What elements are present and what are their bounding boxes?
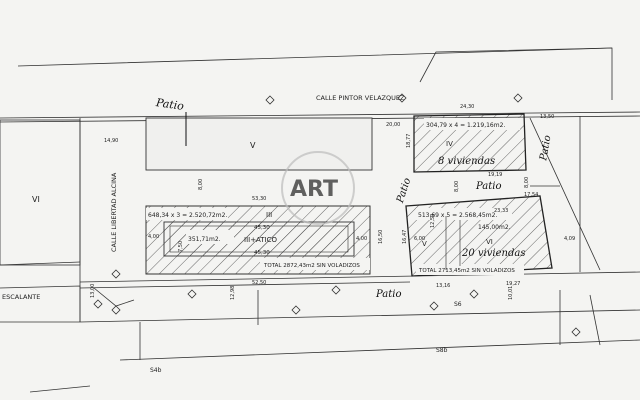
handwritten-patio-right-top: Patio [475,181,501,192]
street-pintor-velazquez: CALLE PINTOR VELAZQUEZ [316,94,405,102]
calc-iv-box [424,118,520,130]
dim-14-90: 14,90 [104,138,118,144]
atico-area-box [186,230,234,244]
block-label-iv: IV [446,140,453,148]
handwritten-8-viviendas: 8 viviendas [438,156,495,167]
street-libertad-alcina: CALLE LIBERTAD ALCINA [110,172,118,252]
dim-6-00: 6,00 [414,236,425,242]
block-label-vi: VI [486,238,493,246]
dim-13-50: 13,50 [540,114,554,120]
survey-markers [93,93,581,337]
dim-20-00: 20,00 [386,122,400,128]
block-label-vi-left: VI [32,195,40,204]
dim-8-00: 8,00 [198,179,204,190]
area-vi-total: TOTAL 2713,45m2 SIN VOLADIZOS [418,268,515,274]
dim-53-30: 53,30 [252,196,266,202]
dim-19-27: 19,27 [506,281,520,287]
code-s6: S6 [454,301,462,308]
block-label-v-top: V [250,141,256,150]
area-iii-calc: 648,34 x 3 = 2.520,72m2. [148,212,227,219]
handwritten-patio-bottom: Patio [375,289,401,300]
dim-45-30-top: 45,30 [254,225,270,231]
handwritten-patio-top-left: Patio [154,96,185,113]
watermark: ART [290,177,338,202]
area-iv-calc: 304,79 x 4 = 1.219,16m2. [426,122,505,129]
dim-8-00-b: 8,00 [454,181,460,192]
area-vi-calc: 513,69 x 5 = 2.568,45m2. [418,212,497,219]
code-s4b: S4b [150,367,162,374]
dim-16-50: 16,50 [378,230,384,244]
dim-19-19: 19,19 [488,172,502,178]
dim-4-00-b: 4,00 [356,236,367,242]
dim-8-00-c: 8,00 [524,177,530,188]
dim-23-33: 23,33 [494,208,508,214]
dim-16-47: 16,47 [402,230,408,244]
calc-vi-box [416,208,512,220]
dim-13-16: 13,16 [436,283,450,289]
area-vi-atico: 145,00m2. [478,224,511,231]
drawing-frame [0,47,640,393]
code-s8b: S8b [436,347,448,354]
calc-iii-box [146,208,228,220]
area-iii-total: TOTAL 2872,43m2 SIN VOLADIZOS [263,263,360,269]
block-label-iii: III [266,211,272,219]
watermark-circle [281,151,355,225]
dim-13-00: 13,00 [90,284,96,298]
atico-inner-outline [169,225,349,253]
dim-7-50: 7,50 [178,241,184,252]
handwritten-20-viviendas: 20 viviendas [461,248,525,259]
dim-4-09: 4,09 [564,236,575,242]
dim-52-50: 52,50 [252,280,266,286]
dim-4-00-a: 4,00 [148,234,159,240]
dim-12-50: 12,50 [430,214,436,228]
dim-45-30-bottom: 45,30 [254,250,270,256]
block-label-iii-atico: III+ATICO [244,236,278,244]
dim-17-54: 17,54 [524,192,538,198]
handwritten-patio-right-side: Patio [538,134,553,162]
total-vi-box [416,264,524,275]
right-parcel-lines [529,116,601,272]
dim-18-77: 18,77 [406,134,412,148]
dim-10-01: 10,01 [508,286,514,300]
dim-12-98: 12,98 [230,286,236,300]
area-iii-atico: 351,71m2. [188,236,221,243]
street-escalante: ESCALANTE [2,293,40,301]
dim-24-30: 24,30 [460,104,474,110]
handwritten-patio-middle: Patio [395,177,414,206]
total-iii-box [260,258,370,270]
block-label-v-small: V [422,240,427,248]
left-parcel [0,119,81,266]
building-v-top [145,117,373,171]
